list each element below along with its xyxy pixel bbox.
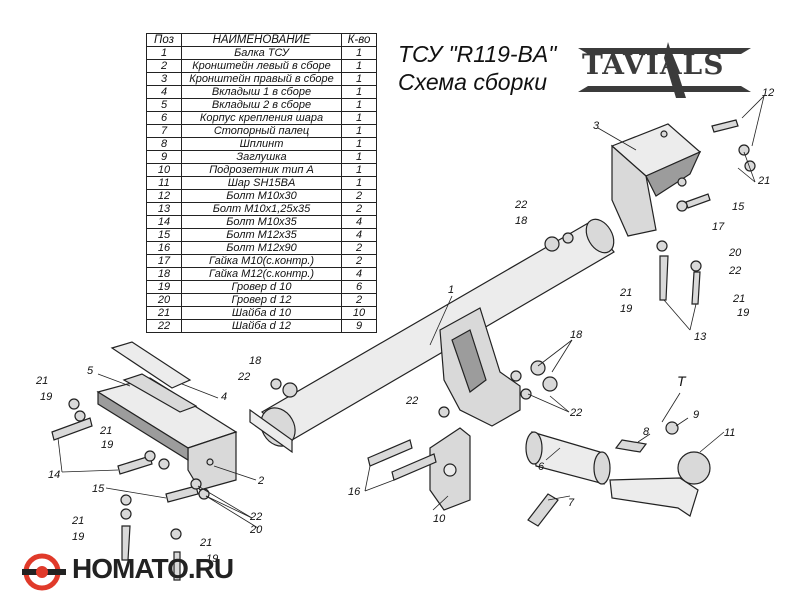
callout-15-right: 15 (732, 201, 745, 213)
cotter-pin (614, 439, 648, 453)
callout-13: 13 (694, 331, 707, 343)
callout-21-f: 21 (71, 515, 84, 527)
callout-20-a: 20 (728, 247, 742, 259)
callout-22-b: 22 (728, 265, 741, 277)
bolts (51, 119, 739, 581)
left-bracket (96, 377, 238, 491)
callout-T: T (677, 373, 687, 389)
table-cell-qty: 9 (341, 319, 377, 333)
socket-bracket (429, 427, 471, 511)
drawing-title-subtitle: Схема сборки (398, 69, 548, 95)
insert-plates (110, 341, 198, 413)
cap-plug (665, 421, 679, 435)
callout-12: 12 (762, 87, 774, 99)
drawing-title: ТСУ "R119-BA" Схема сборки (398, 40, 556, 96)
callout-1: 1 (448, 284, 454, 296)
callout-19-f: 19 (206, 553, 218, 565)
callout-18-left: 18 (249, 355, 262, 367)
callout-21-b: 21 (619, 287, 632, 299)
callout-22-d: 22 (405, 395, 418, 407)
callout-19-d: 19 (101, 439, 113, 451)
callout-18-top: 18 (515, 215, 528, 227)
brand-name: TAVIALS (582, 48, 725, 81)
table-cell-qty: 1 (341, 163, 377, 177)
callout-8: 8 (643, 426, 650, 438)
callout-9: 9 (693, 409, 699, 421)
callout-6: 6 (538, 461, 545, 473)
callout-19-e: 19 (72, 531, 84, 543)
table-cell-qty: 1 (341, 59, 377, 73)
callout-3: 3 (593, 120, 600, 132)
leader-lines (57, 95, 765, 529)
table-cell-pos: 15 (146, 228, 182, 242)
table-cell-name: Болт М10х30 (181, 189, 342, 203)
ball-mount-housing (525, 431, 611, 485)
table-cell-name: Гайка М10(с.контр.) (181, 254, 342, 268)
locking-pin (527, 493, 559, 527)
callout-22-a: 22 (514, 199, 527, 211)
callout-22-f: 22 (249, 511, 262, 523)
callout-21-g: 21 (199, 537, 212, 549)
table-cell-pos: 17 (146, 254, 182, 268)
callout-7: 7 (568, 497, 575, 509)
tow-ball (609, 451, 711, 517)
callout-16: 16 (348, 486, 361, 498)
callout-21-e: 21 (99, 425, 112, 437)
watermark-text: HOMATO.RU (72, 553, 234, 584)
towbar-beam (249, 218, 615, 454)
drawing-title-model: ТСУ "R119-BA" (398, 41, 557, 67)
callout-4: 4 (221, 391, 227, 403)
callout-14: 14 (48, 469, 60, 481)
callout-15-left: 15 (92, 483, 105, 495)
table-cell-name: Болт М12х90 (181, 241, 342, 255)
callout-21-c: 21 (732, 293, 745, 305)
callout-2: 2 (257, 475, 264, 487)
callout-11: 11 (724, 427, 735, 439)
callout-20-b: 20 (249, 524, 263, 536)
table-cell-pos: 14 (146, 215, 182, 229)
callout-19-c: 19 (40, 391, 52, 403)
callout-22-c: 22 (237, 371, 250, 383)
callout-19-a: 19 (620, 303, 632, 315)
right-bracket (610, 123, 702, 237)
callout-22-e: 22 (569, 407, 582, 419)
callout-21-a: 21 (757, 175, 770, 187)
table-cell-pos: 10 (146, 163, 182, 177)
callout-10: 10 (433, 513, 446, 525)
callout-21-d: 21 (35, 375, 48, 387)
callout-19-b: 19 (737, 307, 749, 319)
table-cell-name: Шайба d 12 (181, 319, 342, 333)
table-cell-qty: 10 (341, 306, 377, 320)
callout-18-right: 18 (570, 329, 583, 341)
brand-logo (578, 42, 751, 98)
callout-5: 5 (87, 365, 94, 377)
watermark-logo (22, 553, 66, 591)
callout-17: 17 (712, 221, 725, 233)
